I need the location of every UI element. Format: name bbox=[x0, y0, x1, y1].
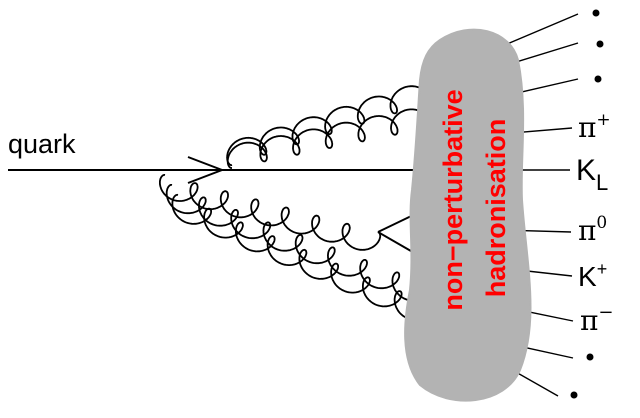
hadron-label-pi-zero: π0 bbox=[578, 213, 607, 247]
quark-arrow-icon bbox=[187, 156, 225, 184]
hadron-label-pi-plus: π+ bbox=[578, 110, 611, 144]
hadron-line-dot-1 bbox=[499, 13, 579, 48]
gluon-line-2 bbox=[226, 108, 432, 169]
gluon-line-5 bbox=[171, 193, 435, 321]
hadron-label-k-long: KL bbox=[576, 154, 608, 195]
dot-3 bbox=[594, 75, 602, 83]
dot-2 bbox=[596, 40, 604, 48]
hadron-label-k-plus: K+ bbox=[578, 259, 607, 292]
gluon-line-4 bbox=[165, 184, 433, 302]
hadronisation-blob bbox=[404, 28, 532, 402]
gluon-line-1 bbox=[226, 85, 431, 166]
blob-label-line1: non−perturbative bbox=[438, 89, 468, 310]
blob-label-line2: hadronisation bbox=[481, 119, 511, 298]
dot-4 bbox=[586, 353, 594, 361]
dot-5 bbox=[570, 391, 578, 399]
gluon-lines bbox=[159, 85, 435, 321]
hadron-label-pi-minus: π− bbox=[580, 302, 614, 337]
ellipsis-dots bbox=[570, 9, 604, 399]
hadron-labels: π+ KL π0 K+ π− bbox=[576, 110, 614, 337]
dot-1 bbox=[592, 9, 600, 17]
quark-label: quark bbox=[8, 129, 76, 159]
